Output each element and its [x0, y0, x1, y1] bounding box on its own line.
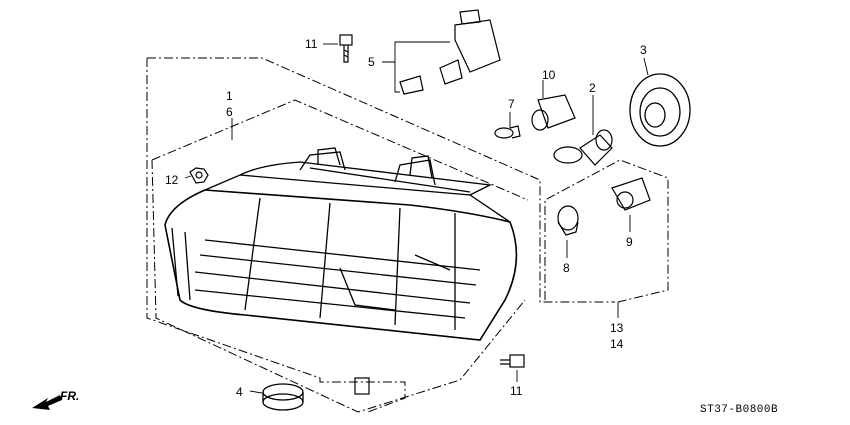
front-direction-label: FR.: [60, 389, 79, 403]
callout-10: 10: [542, 68, 556, 82]
front-direction-arrow-icon: [32, 395, 62, 410]
callout-1: 1: [226, 89, 233, 103]
socket-10: [531, 94, 576, 131]
callout-6: 6: [226, 105, 233, 119]
diagram-code: ST37-B0800B: [700, 404, 778, 416]
leader-lines: [184, 41, 649, 394]
actuator-5: [399, 9, 501, 95]
callout-13: 13: [610, 321, 624, 335]
callout-8: 8: [563, 261, 570, 275]
socket-bracket: [544, 159, 669, 303]
assembly-boundary: [146, 57, 615, 413]
cap-4: [262, 383, 304, 411]
bulb-7: [494, 125, 521, 139]
callout-2: 2: [589, 81, 596, 95]
bulb-2: [553, 129, 613, 166]
dust-cover-3: [629, 73, 691, 147]
callout-12: 12: [165, 173, 179, 187]
bolt-11-bottom: [500, 354, 525, 368]
headlight-boundary: [151, 99, 529, 413]
socket-9: [611, 177, 651, 211]
nut-12: [189, 167, 209, 184]
headlight-assembly: [164, 147, 518, 341]
callout-14: 14: [610, 337, 624, 351]
callout-9: 9: [626, 235, 633, 249]
bolt-11-top: [339, 34, 353, 63]
clip: [354, 377, 370, 395]
callout-3: 3: [640, 43, 647, 57]
callout-4: 4: [236, 385, 243, 399]
callout-5: 5: [368, 55, 375, 69]
callout-7: 7: [508, 97, 515, 111]
callout-11-bottom: 11: [510, 384, 523, 398]
bulb-8: [557, 205, 579, 236]
callout-11-top: 11: [305, 37, 318, 51]
